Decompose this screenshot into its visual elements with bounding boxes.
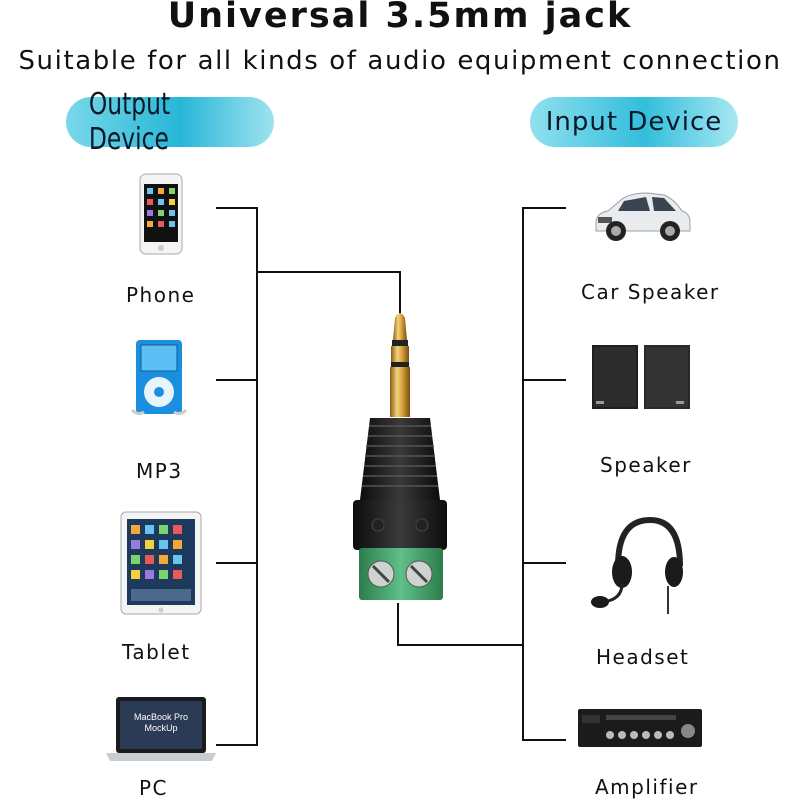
car-icon: [595, 192, 691, 241]
input-device-heading: Input Device: [530, 97, 738, 147]
input-device-label-speaker: Speaker: [600, 453, 692, 477]
laptop-screen-line-1: MacBook Pro: [134, 712, 188, 722]
headset-icon: [591, 516, 683, 614]
output-device-heading: Output Device: [66, 87, 274, 157]
page-subtitle: Suitable for all kinds of audio equipmen…: [18, 46, 782, 76]
output-device-label-tablet: Tablet: [122, 640, 191, 664]
output-device-heading-text: Output Device: [88, 87, 171, 157]
amplifier-icon: [578, 709, 702, 747]
jack-adapter-icon: [353, 313, 447, 600]
input-device-label-headset: Headset: [596, 645, 690, 669]
mp3-player-icon: [130, 340, 188, 416]
input-device-label-car-speaker: Car Speaker: [581, 280, 720, 304]
output-device-label-pc: PC: [139, 776, 169, 800]
tablet-icon: [120, 511, 202, 615]
output-device-label-phone: Phone: [126, 283, 196, 307]
speakers-icon: [592, 345, 690, 409]
laptop-icon: MacBook Pro MockUp: [106, 697, 216, 761]
page-title: Universal 3.5mm jack: [167, 0, 633, 36]
input-device-label-amplifier: Amplifier: [595, 775, 699, 799]
output-device-label-mp3: MP3: [136, 459, 183, 483]
laptop-screen-line-2: MockUp: [144, 723, 177, 733]
phone-icon: [139, 173, 183, 255]
